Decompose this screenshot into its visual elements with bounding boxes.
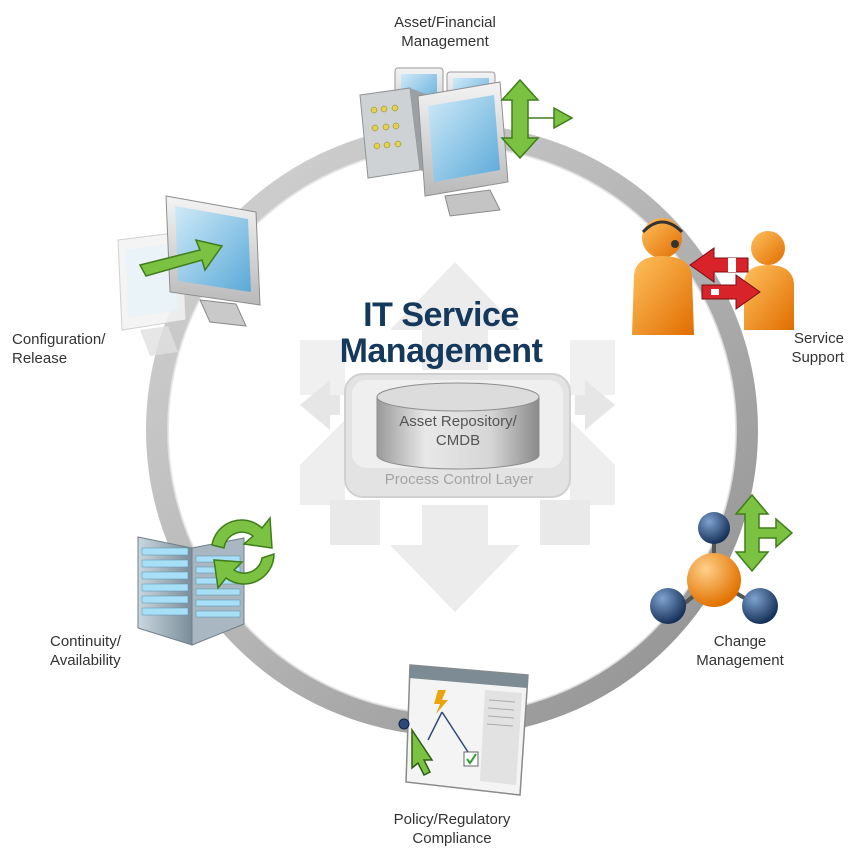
red-exchange-arrows-icon <box>689 247 761 310</box>
repository-label-line-1: Asset Repository/ <box>399 413 517 430</box>
process-control-layer-label: Process Control Layer <box>384 471 534 488</box>
server-monitors-icon <box>359 67 509 217</box>
database-cylinder-icon <box>376 382 540 470</box>
change-nodes-icon <box>650 512 778 624</box>
configuration-release-label: Configuration/ Release <box>12 330 142 368</box>
asset-financial-label: Asset/Financial Management <box>370 13 520 51</box>
repository-label-line-2: CMDB <box>435 432 481 449</box>
title-line-2: Management <box>339 332 543 370</box>
green-transfer-arrow-icon <box>138 238 224 277</box>
change-label-line-2: Management <box>696 652 784 669</box>
change-management-label: Change Management <box>675 632 805 670</box>
asset-label-line-2: Management <box>401 33 489 50</box>
config-label-line-1: Configuration/ <box>12 331 106 348</box>
policy-compliance-label: Policy/Regulatory Compliance <box>372 810 532 848</box>
diagram-title: IT Service Management <box>276 297 606 369</box>
green-expand-arrows-icon <box>500 78 574 160</box>
office-building-icon <box>137 536 245 646</box>
service-label-line-2: Support <box>791 349 844 366</box>
policy-label-line-1: Policy/Regulatory <box>393 811 511 828</box>
change-label-line-1: Change <box>713 633 767 650</box>
continuity-availability-label: Continuity/ Availability <box>50 632 170 670</box>
policy-label-line-2: Compliance <box>412 830 492 847</box>
arrow-down-shape <box>390 505 520 612</box>
service-support-label: Service Support <box>740 329 844 367</box>
pointer-cursor-icon <box>398 718 434 777</box>
green-cycle-arrows-icon <box>211 516 275 590</box>
config-label-line-2: Release <box>12 350 68 367</box>
service-label-line-1: Service <box>793 330 844 347</box>
support-people-icon <box>632 218 794 335</box>
center-arrows <box>300 262 615 612</box>
asset-label-line-1: Asset/Financial <box>394 14 496 31</box>
continuity-label-line-2: Availability <box>50 652 121 669</box>
title-line-1: IT Service <box>363 296 519 334</box>
continuity-label-line-1: Continuity/ <box>50 633 121 650</box>
arrow-up-shape <box>390 262 520 370</box>
workflow-window-icon <box>405 664 529 796</box>
change-green-arrows-icon <box>734 493 794 573</box>
repository-label: Asset Repository/ CMDB <box>358 412 558 450</box>
